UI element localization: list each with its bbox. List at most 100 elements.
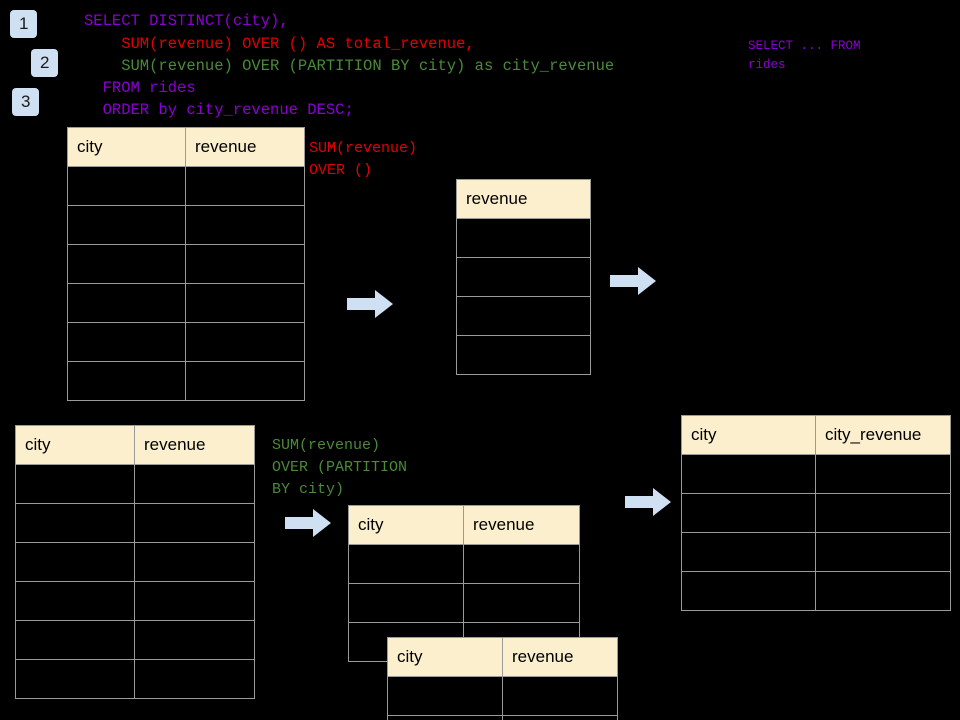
table-row (348, 583, 580, 623)
cell-city (15, 503, 135, 543)
table-row (348, 544, 580, 584)
step-badge-1[interactable]: 1 (10, 10, 38, 38)
cell-city (681, 532, 816, 572)
table-row (15, 581, 255, 621)
cell-revenue (134, 620, 255, 660)
table-row (15, 464, 255, 504)
cell-city (67, 322, 186, 362)
table-row (15, 542, 255, 582)
arrow-total-to-result-icon (610, 267, 656, 295)
table-row (681, 493, 951, 533)
cell-city-revenue (815, 454, 951, 494)
table-total-revenue: revenue (456, 179, 591, 375)
table-header-row: city revenue (15, 425, 255, 465)
table-row (67, 361, 305, 401)
side-note-rides: rides (748, 58, 786, 72)
cell-city (15, 581, 135, 621)
table-row (456, 257, 591, 297)
cell-revenue (134, 581, 255, 621)
table-row (67, 322, 305, 362)
cell-city (681, 493, 816, 533)
cell-revenue (134, 659, 255, 699)
cell-city (348, 583, 464, 623)
column-header-revenue: revenue (502, 637, 618, 677)
table-row (681, 454, 951, 494)
table-header-row: city revenue (387, 637, 618, 677)
cell-revenue (463, 583, 580, 623)
cell-city-revenue (815, 571, 951, 611)
table-row (67, 205, 305, 245)
cell-revenue (185, 322, 305, 362)
cell-city (15, 464, 135, 504)
sql-line-from: FROM rides (84, 79, 196, 97)
column-header-revenue: revenue (134, 425, 255, 465)
table-row (15, 503, 255, 543)
column-header-city-revenue: city_revenue (815, 415, 951, 455)
cell-city (348, 544, 464, 584)
cell-city (67, 205, 186, 245)
cell-city (681, 454, 816, 494)
cell-city (67, 244, 186, 284)
table-row (456, 335, 591, 375)
table-header-row: city revenue (67, 127, 305, 167)
cell-revenue (502, 715, 618, 720)
cell-city (15, 659, 135, 699)
cell-revenue (456, 257, 591, 297)
column-header-city: city (387, 637, 503, 677)
table-row (456, 218, 591, 258)
column-header-city: city (348, 505, 464, 545)
table-partition-group-front: city revenue (387, 637, 618, 720)
table-row (681, 532, 951, 572)
table-row (387, 676, 618, 716)
table-header-row: revenue (456, 179, 591, 219)
table-row (15, 659, 255, 699)
column-header-revenue: revenue (463, 505, 580, 545)
cell-city (15, 620, 135, 660)
table-row (67, 283, 305, 323)
table-row (456, 296, 591, 336)
column-header-revenue: revenue (456, 179, 591, 219)
cell-revenue (185, 283, 305, 323)
cell-city (387, 676, 503, 716)
cell-revenue (185, 361, 305, 401)
table-row (67, 244, 305, 284)
cell-city (15, 542, 135, 582)
cell-revenue (456, 296, 591, 336)
table-rides-source-bottom: city revenue (15, 425, 255, 699)
cell-city (67, 283, 186, 323)
cell-revenue (456, 218, 591, 258)
table-row (67, 166, 305, 206)
arrow-source-to-partition-icon (285, 509, 331, 537)
arrow-partition-to-result-icon (625, 488, 671, 516)
cell-city-revenue (815, 532, 951, 572)
column-header-city: city (15, 425, 135, 465)
cell-revenue (134, 464, 255, 504)
cell-revenue (185, 205, 305, 245)
cell-city (387, 715, 503, 720)
cell-revenue (185, 244, 305, 284)
column-header-city: city (681, 415, 816, 455)
sql-line-city-revenue: SUM(revenue) OVER (PARTITION BY city) as… (84, 57, 615, 75)
cell-city-revenue (815, 493, 951, 533)
sql-line-order-by: ORDER by city_revenue DESC; (84, 101, 354, 119)
cell-city (681, 571, 816, 611)
step-badge-2[interactable]: 2 (31, 49, 59, 77)
table-final-result: city city_revenue (681, 415, 951, 611)
sql-line-total-revenue: SUM(revenue) OVER () AS total_revenue, (84, 35, 475, 53)
cell-city (67, 361, 186, 401)
cell-revenue (502, 676, 618, 716)
cell-city (67, 166, 186, 206)
table-header-row: city city_revenue (681, 415, 951, 455)
sql-line-select: SELECT DISTINCT(city), (84, 12, 289, 30)
arrow-source-to-total-icon (347, 290, 393, 318)
step-badge-3[interactable]: 3 (12, 88, 40, 116)
table-rides-source-top: city revenue (67, 127, 305, 401)
table-row (15, 620, 255, 660)
annotation-sum-over-partition: SUM(revenue) OVER (PARTITION BY city) (272, 437, 408, 498)
table-row (387, 715, 618, 720)
column-header-revenue: revenue (185, 127, 305, 167)
cell-revenue (134, 542, 255, 582)
annotation-sum-over-empty: SUM(revenue) OVER () (309, 140, 418, 179)
side-note-select-from: SELECT ... FROM (748, 39, 861, 53)
